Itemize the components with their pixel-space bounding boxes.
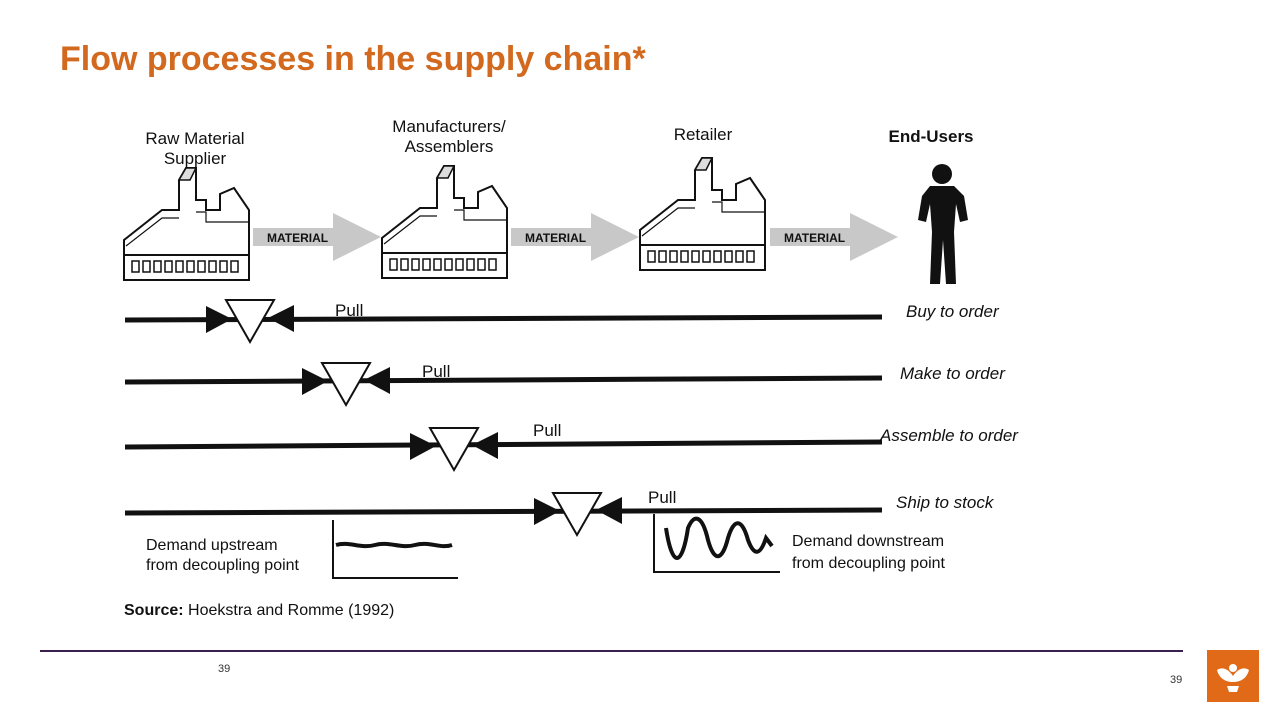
- page-number: 39: [1170, 674, 1183, 686]
- flow-row-ship-to-stock: Pull Ship to stock: [124, 488, 995, 536]
- crest-icon: [1217, 664, 1249, 692]
- pull-label: Pull: [533, 421, 561, 440]
- pull-label: Pull: [335, 301, 363, 320]
- decoupling-point-icon: [321, 362, 371, 406]
- decoupling-point-icon: [429, 427, 479, 471]
- demand-downstream-line1: Demand downstream: [792, 533, 944, 550]
- material-arrow: MATERIAL: [253, 213, 381, 261]
- flow-row-assemble-to-order: Pull Assemble to order: [124, 421, 1019, 471]
- flow-row-make-to-order: Pull Make to order: [124, 362, 1006, 406]
- stage-end-users: End-Users: [888, 127, 973, 146]
- factory-icon: [381, 165, 508, 279]
- demand-upstream-line2: from decoupling point: [146, 557, 300, 574]
- stage-manuf-line1: Manufacturers/: [392, 117, 506, 136]
- university-logo: [1207, 650, 1259, 702]
- page-title: Flow processes in the supply chain*: [60, 40, 646, 78]
- factory-icon: [123, 167, 250, 281]
- stage-raw-material-supplier: Raw Material Supplier: [145, 129, 244, 168]
- strategy-label: Assemble to order: [879, 426, 1019, 445]
- stage-raw-line2: Supplier: [164, 149, 227, 168]
- page-number: 39: [218, 663, 231, 675]
- demand-upstream-line1: Demand upstream: [146, 537, 278, 554]
- demand-downstream-line2: from decoupling point: [792, 555, 946, 572]
- footer-divider: [40, 650, 1183, 652]
- supply-chain-diagram: Raw Material Supplier Manufacturers/ Ass…: [123, 117, 1019, 579]
- material-label: MATERIAL: [525, 231, 586, 245]
- person-icon: [918, 164, 968, 284]
- stage-manuf-line2: Assemblers: [405, 137, 494, 156]
- strategy-label: Buy to order: [906, 302, 1000, 321]
- pull-label: Pull: [422, 362, 450, 381]
- factory-icon: [639, 157, 766, 271]
- source-text: Hoekstra and Romme (1992): [183, 602, 395, 619]
- decoupling-point-icon: [552, 492, 602, 536]
- stage-retailer: Retailer: [674, 125, 733, 144]
- material-label: MATERIAL: [784, 231, 845, 245]
- material-arrow: MATERIAL: [511, 213, 639, 261]
- demand-upstream-graph: Demand upstream from decoupling point: [146, 520, 458, 579]
- stage-manufacturers: Manufacturers/ Assemblers: [392, 117, 506, 156]
- source-citation: Source: Hoekstra and Romme (1992): [124, 602, 394, 620]
- strategy-label: Ship to stock: [896, 493, 995, 512]
- source-label: Source:: [124, 602, 184, 619]
- stage-raw-line1: Raw Material: [145, 129, 244, 148]
- pull-label: Pull: [648, 488, 676, 507]
- demand-downstream-graph: Demand downstream from decoupling point: [653, 514, 946, 573]
- material-label: MATERIAL: [267, 231, 328, 245]
- strategy-label: Make to order: [900, 364, 1006, 383]
- material-arrow: MATERIAL: [770, 213, 898, 261]
- flow-row-buy-to-order: Pull Buy to order: [124, 299, 1000, 343]
